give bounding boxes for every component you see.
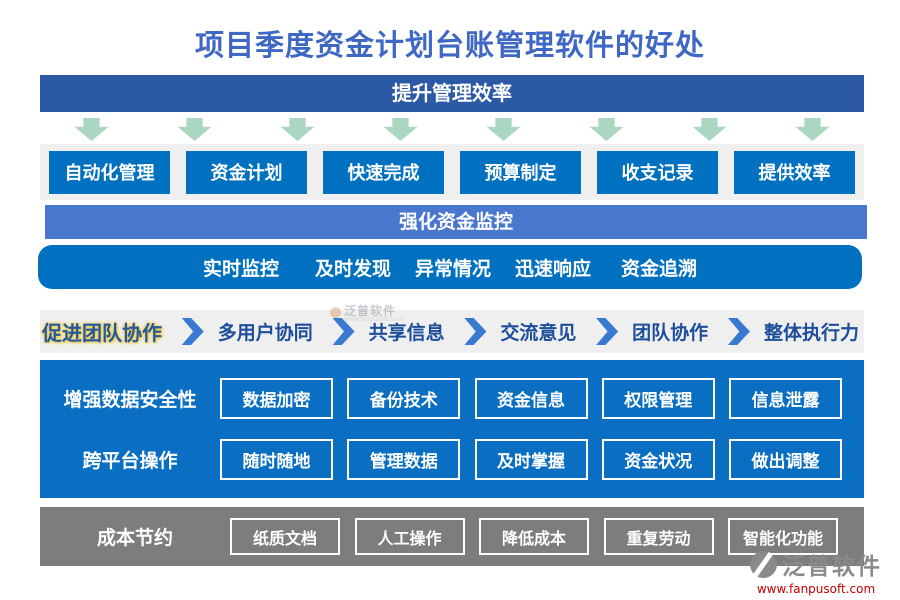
capability-row-label: 跨平台操作 <box>82 450 178 472</box>
banner-monitoring: 强化资金监控 <box>45 205 867 239</box>
chevron-right-icon <box>727 318 750 345</box>
cost-box[interactable]: 人工操作 <box>354 518 465 555</box>
capability-section: 增强数据安全性 数据加密 备份技术 资金信息 权限管理 信息泄露 跨平台操作 随… <box>40 360 864 498</box>
brand-logo: 泛普软件 www.fanpusoft.com <box>750 547 882 596</box>
capability-row-security: 增强数据安全性 数据加密 备份技术 资金信息 权限管理 信息泄露 <box>40 376 842 421</box>
fanpu-logo-icon <box>750 550 777 578</box>
collaboration-step-label: 多用户协同 <box>217 322 313 344</box>
down-arrow-icon <box>74 118 109 141</box>
down-arrow-icon <box>177 118 212 141</box>
monitoring-item: 迅速响应 <box>515 257 592 280</box>
capability-box[interactable]: 管理数据 <box>347 439 461 480</box>
efficiency-buttons-strip: 自动化管理 资金计划 快速完成 预算制定 收支记录 提供效率 <box>40 144 864 200</box>
cost-box[interactable]: 降低成本 <box>479 518 589 555</box>
efficiency-button[interactable]: 资金计划 <box>186 150 307 194</box>
cost-box[interactable]: 智能化功能 <box>728 518 838 555</box>
banner-efficiency: 提升管理效率 <box>40 75 864 112</box>
brand-url-link[interactable]: www.fanpusoft.com <box>756 582 876 596</box>
cost-box[interactable]: 纸质文档 <box>230 518 340 555</box>
down-arrow-icon <box>692 118 727 141</box>
down-arrow-icon <box>795 118 830 141</box>
collaboration-step: 交流意见 <box>464 318 576 345</box>
efficiency-button[interactable]: 自动化管理 <box>49 150 170 194</box>
efficiency-button[interactable]: 收支记录 <box>597 150 718 194</box>
down-arrow-icon <box>486 118 521 141</box>
monitoring-item: 实时监控 <box>202 257 279 280</box>
cost-section-label: 成本节约 <box>96 527 173 549</box>
cost-section: 成本节约 纸质文档 人工操作 降低成本 重复劳动 智能化功能 <box>40 507 864 566</box>
collaboration-step: 整体执行力 <box>727 318 859 345</box>
capability-box[interactable]: 资金状况 <box>601 439 715 480</box>
capability-row-crossplatform: 跨平台操作 随时随地 管理数据 及时掌握 资金状况 做出调整 <box>40 437 842 482</box>
capability-box[interactable]: 及时掌握 <box>474 439 588 480</box>
monitoring-item: 及时发现 <box>314 257 391 280</box>
chevron-right-icon <box>596 318 619 345</box>
capability-box[interactable]: 权限管理 <box>601 378 715 419</box>
collaboration-flow: 促进团队协作 多用户协同 共享信息 交流意见 团队协作 整体执行力 <box>40 310 864 353</box>
efficiency-button[interactable]: 预算制定 <box>460 150 581 194</box>
capability-box[interactable]: 资金信息 <box>474 378 588 419</box>
collaboration-step-label: 共享信息 <box>368 322 445 344</box>
monitoring-bar: 实时监控 及时发现 异常情况 迅速响应 资金追溯 <box>38 245 862 289</box>
down-arrow-icon <box>589 118 624 141</box>
efficiency-button[interactable]: 快速完成 <box>323 150 444 194</box>
collaboration-step-label: 团队协作 <box>632 322 709 344</box>
collaboration-step: 共享信息 <box>332 318 445 345</box>
capability-box[interactable]: 数据加密 <box>220 378 333 419</box>
cost-box[interactable]: 重复劳动 <box>603 518 714 555</box>
capability-box[interactable]: 随时随地 <box>220 439 333 480</box>
capability-box[interactable]: 信息泄露 <box>729 378 842 419</box>
capability-row-label: 增强数据安全性 <box>63 389 197 411</box>
collaboration-step-label: 整体执行力 <box>763 322 859 344</box>
chevron-right-icon <box>464 318 487 345</box>
efficiency-button[interactable]: 提供效率 <box>734 150 855 194</box>
capability-box[interactable]: 备份技术 <box>347 378 461 419</box>
down-arrow-icon <box>280 118 315 141</box>
chevron-right-icon <box>181 318 204 345</box>
down-arrow-icon <box>383 118 418 141</box>
collaboration-lead-label: 促进团队协作 <box>42 321 162 345</box>
chevron-right-icon <box>332 318 355 345</box>
down-arrows-row <box>40 116 864 143</box>
page-title: 项目季度资金计划台账管理软件的好处 <box>194 28 705 62</box>
collaboration-step: 多用户协同 <box>181 318 313 345</box>
brand-name: 泛普软件 <box>782 553 882 580</box>
monitoring-item: 资金追溯 <box>621 257 698 280</box>
monitoring-item: 异常情况 <box>414 257 491 280</box>
collaboration-step: 团队协作 <box>596 318 708 345</box>
collaboration-step-label: 交流意见 <box>500 322 577 344</box>
capability-box[interactable]: 做出调整 <box>729 439 842 480</box>
